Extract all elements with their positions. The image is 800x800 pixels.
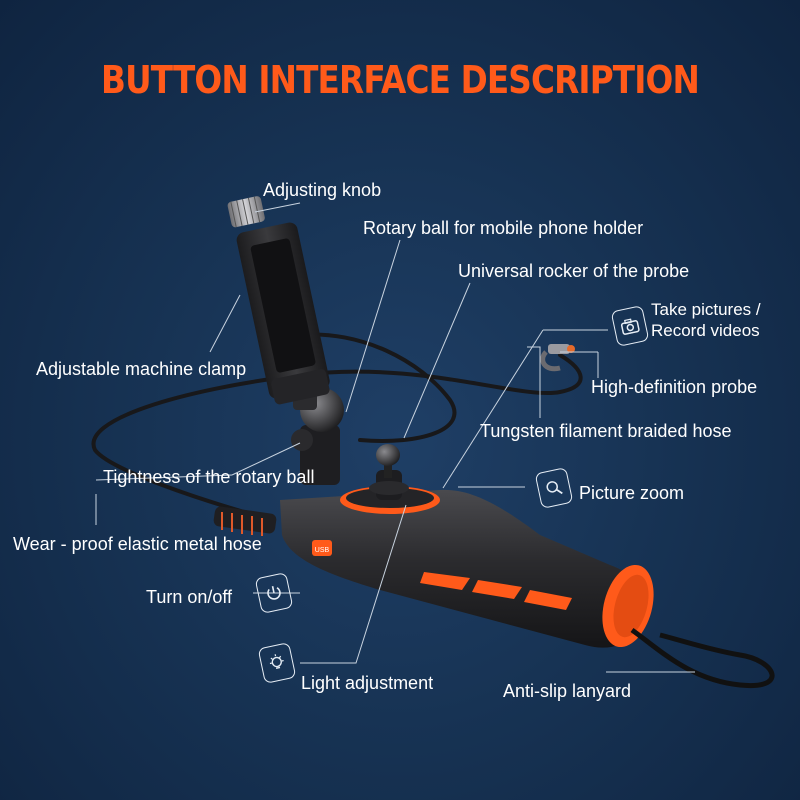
page-title: BUTTON INTERFACE DESCRIPTION (101, 58, 700, 102)
phone-holder (227, 196, 344, 485)
zoom-icon (546, 481, 563, 495)
label-anti-slip-lanyard: Anti-slip lanyard (503, 681, 632, 701)
label-take-pictures-2: Record videos (651, 321, 760, 340)
camera-icon (620, 318, 640, 335)
label-tungsten-hose: Tungsten filament braided hose (480, 421, 732, 441)
label-adjustable-clamp: Adjustable machine clamp (36, 359, 247, 379)
power-icon-box (254, 572, 294, 614)
label-light-adjustment: Light adjustment (301, 673, 434, 693)
label-turn-on-off: Turn on/off (146, 587, 233, 607)
camera-icon-box (610, 305, 650, 347)
label-rotary-ball-holder: Rotary ball for mobile phone holder (363, 218, 644, 238)
label-tightness-ball: Tightness of the rotary ball (103, 467, 315, 487)
label-take-pictures-1: Take pictures / (651, 300, 761, 319)
label-adjusting-knob: Adjusting knob (263, 180, 382, 200)
callout-lines (95, 202, 695, 673)
power-icon (267, 585, 281, 600)
label-wear-proof-hose: Wear - proof elastic metal hose (13, 534, 262, 554)
light-icon-box (257, 642, 297, 684)
label-picture-zoom: Picture zoom (579, 483, 685, 503)
metal-hose (213, 506, 277, 536)
lanyard (630, 627, 775, 689)
label-hd-probe: High-definition probe (591, 377, 758, 397)
handle-body (280, 444, 654, 648)
usb-badge-text: USB (315, 547, 330, 554)
usb-badge: USB (312, 540, 332, 556)
label-universal-rocker: Universal rocker of the probe (458, 261, 690, 281)
light-bulb-icon (269, 654, 284, 669)
zoom-icon-box (534, 467, 574, 509)
